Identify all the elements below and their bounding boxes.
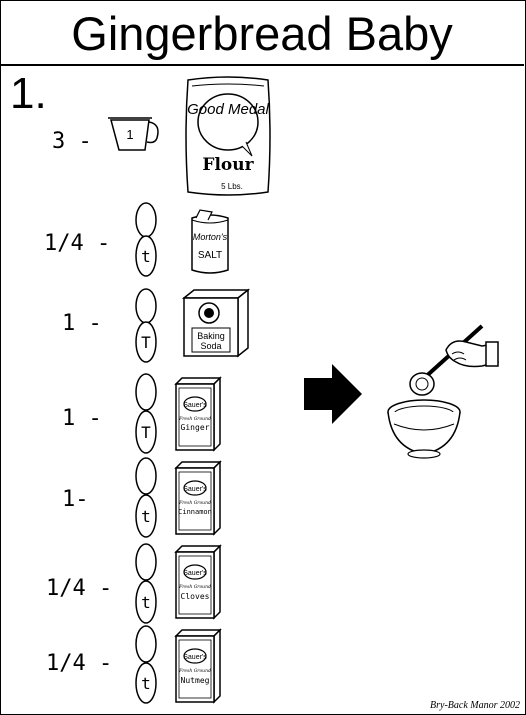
measuring-spoon-icon: T: [135, 373, 157, 454]
quantity-baking-soda: 1 -: [62, 311, 102, 336]
cup-measure-label: 1: [126, 127, 133, 142]
spice-item-label: Cinnamon: [178, 508, 212, 516]
spice-tagline-label: Fresh Ground: [178, 668, 211, 674]
step-number: 1.: [10, 69, 47, 118]
title-bar: Gingerbread Baby: [0, 0, 524, 66]
flour-item-label: Flour: [202, 155, 254, 175]
spice-tagline-label: Fresh Ground: [178, 584, 211, 590]
flour-package-label: 5 Lbs.: [221, 182, 243, 191]
salt-container-icon: Morton's SALT: [191, 209, 229, 274]
baking-soda-label-line2: Soda: [200, 341, 221, 351]
spoon-measure-label: t: [141, 593, 151, 612]
quantity-nutmeg: 1/4 -: [46, 651, 113, 676]
spice-tin-icon: Sauer's Fresh Ground Cinnamon: [174, 460, 222, 536]
spice-tagline-label: Fresh Ground: [178, 416, 211, 422]
spoon-measure-label: t: [141, 247, 151, 266]
spice-tin-icon: Sauer's Fresh Ground Nutmeg: [174, 628, 222, 704]
spice-brand-label: Sauer's: [183, 486, 207, 493]
spice-tagline-label: Fresh Ground: [178, 500, 211, 506]
arrow-right-icon: [304, 364, 362, 424]
spoon-measure-label: t: [141, 507, 151, 526]
spice-item-label: Nutmeg: [181, 676, 210, 685]
measuring-spoon-icon: t: [135, 457, 157, 538]
spice-brand-label: Sauer's: [183, 570, 207, 577]
spice-brand-label: Sauer's: [183, 402, 207, 409]
baking-soda-label-line1: Baking: [197, 331, 225, 341]
spice-item-label: Ginger: [181, 423, 210, 432]
measuring-spoon-icon: T: [135, 288, 157, 363]
quantity-ginger: 1 -: [62, 406, 102, 431]
mixing-bowl-icon: [387, 399, 461, 459]
spoon-measure-label: T: [141, 333, 151, 352]
measuring-spoon-icon: t: [135, 543, 157, 624]
flour-brand-label: Good Medal: [187, 101, 269, 118]
spoon-measure-label: T: [141, 423, 151, 442]
measuring-spoon-icon: t: [135, 202, 157, 277]
spice-brand-label: Sauer's: [183, 654, 207, 661]
baking-soda-box-icon: Baking Soda: [181, 288, 251, 358]
measuring-cup-icon: 1: [108, 117, 159, 151]
quantity-salt: 1/4 -: [44, 231, 111, 256]
spice-tin-icon: Sauer's Fresh Ground Cloves: [174, 544, 222, 620]
spoon-measure-label: t: [141, 674, 151, 693]
measuring-spoon-icon: t: [135, 625, 157, 704]
credit-text: Bry-Back Manor 2002: [430, 700, 520, 711]
spice-tin-icon: Sauer's Fresh Ground Ginger: [174, 376, 222, 452]
flour-bag-icon: Good Medal Flour 5 Lbs.: [185, 76, 271, 196]
spice-item-label: Cloves: [181, 592, 210, 601]
salt-brand-label: Morton's: [193, 232, 228, 242]
quantity-flour: 3 -: [52, 129, 92, 154]
quantity-cloves: 1/4 -: [46, 576, 113, 601]
salt-item-label: SALT: [198, 250, 222, 261]
stirring-hand-icon: [409, 324, 499, 396]
page-title: Gingerbread Baby: [71, 7, 453, 60]
quantity-cinnamon: 1-: [62, 487, 89, 512]
